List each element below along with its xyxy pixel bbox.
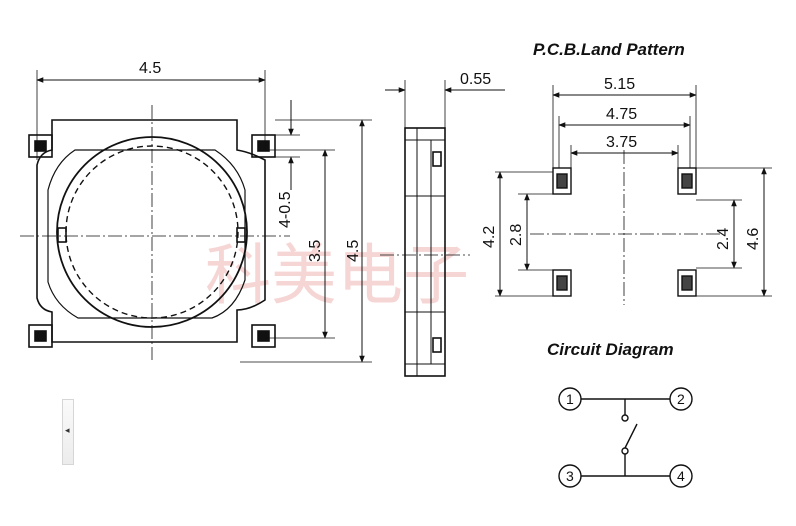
pin-3-label: 3	[566, 468, 574, 484]
dim-right-inner-label: 2.4	[715, 228, 732, 250]
terminal-bottom-right	[251, 324, 276, 348]
side-view	[380, 80, 505, 377]
switch-contact-top	[621, 414, 629, 422]
circuit-diagram	[558, 387, 693, 488]
dim-left-outer-label: 4.2	[481, 226, 498, 248]
switch-body-outline	[36, 119, 266, 343]
body-notch-left	[57, 227, 67, 243]
dim-width-label: 4.5	[139, 60, 161, 77]
dim-height-label: 4.5	[345, 240, 362, 262]
dim-left-inner-label: 2.8	[508, 224, 525, 246]
terminal-top-left	[28, 134, 53, 158]
pin-1-label: 1	[566, 391, 574, 407]
side-terminal-bottom	[432, 337, 442, 353]
dim-offset-label: 4-0.5	[277, 191, 294, 228]
pin-4-label: 4	[677, 468, 685, 484]
pad-bottom-left	[552, 269, 572, 297]
side-body	[404, 127, 446, 377]
watermark-text: 科美电子	[205, 237, 469, 314]
dim-inner-height-label: 3.5	[307, 240, 324, 262]
dim-inner-width-label: 3.75	[606, 134, 637, 151]
switch-lever	[624, 423, 638, 449]
land-pattern-title: P.C.B.Land Pattern	[533, 40, 685, 59]
pin-2-circle	[669, 387, 693, 411]
circuit-title: Circuit Diagram	[547, 340, 674, 359]
pin-2-label: 2	[677, 391, 685, 407]
dim-thickness-label: 0.55	[460, 71, 491, 88]
pin-3-circle	[558, 464, 582, 488]
watermark: 科美电子	[205, 237, 469, 314]
front-view	[20, 70, 372, 363]
switch-contact-bottom	[621, 447, 629, 455]
dim-right-outer-label: 4.6	[745, 228, 762, 250]
pin-4-circle	[669, 464, 693, 488]
pad-bottom-right	[677, 269, 697, 297]
body-notch-right	[236, 227, 246, 243]
pad-top-left	[552, 167, 572, 195]
terminal-bottom-left	[28, 324, 53, 348]
triangle-left-icon: ◂	[65, 426, 70, 436]
terminal-top-right	[251, 134, 276, 158]
pin-1-circle	[558, 387, 582, 411]
pad-top-right	[677, 167, 697, 195]
land-pattern	[495, 85, 772, 305]
dim-mid-width-label: 4.75	[606, 106, 637, 123]
switch-inner-outline	[47, 149, 246, 319]
dim-outer-width-label: 5.15	[604, 76, 635, 93]
side-terminal-top	[432, 151, 442, 167]
side-collapse-tab[interactable]: ◂	[62, 399, 74, 465]
